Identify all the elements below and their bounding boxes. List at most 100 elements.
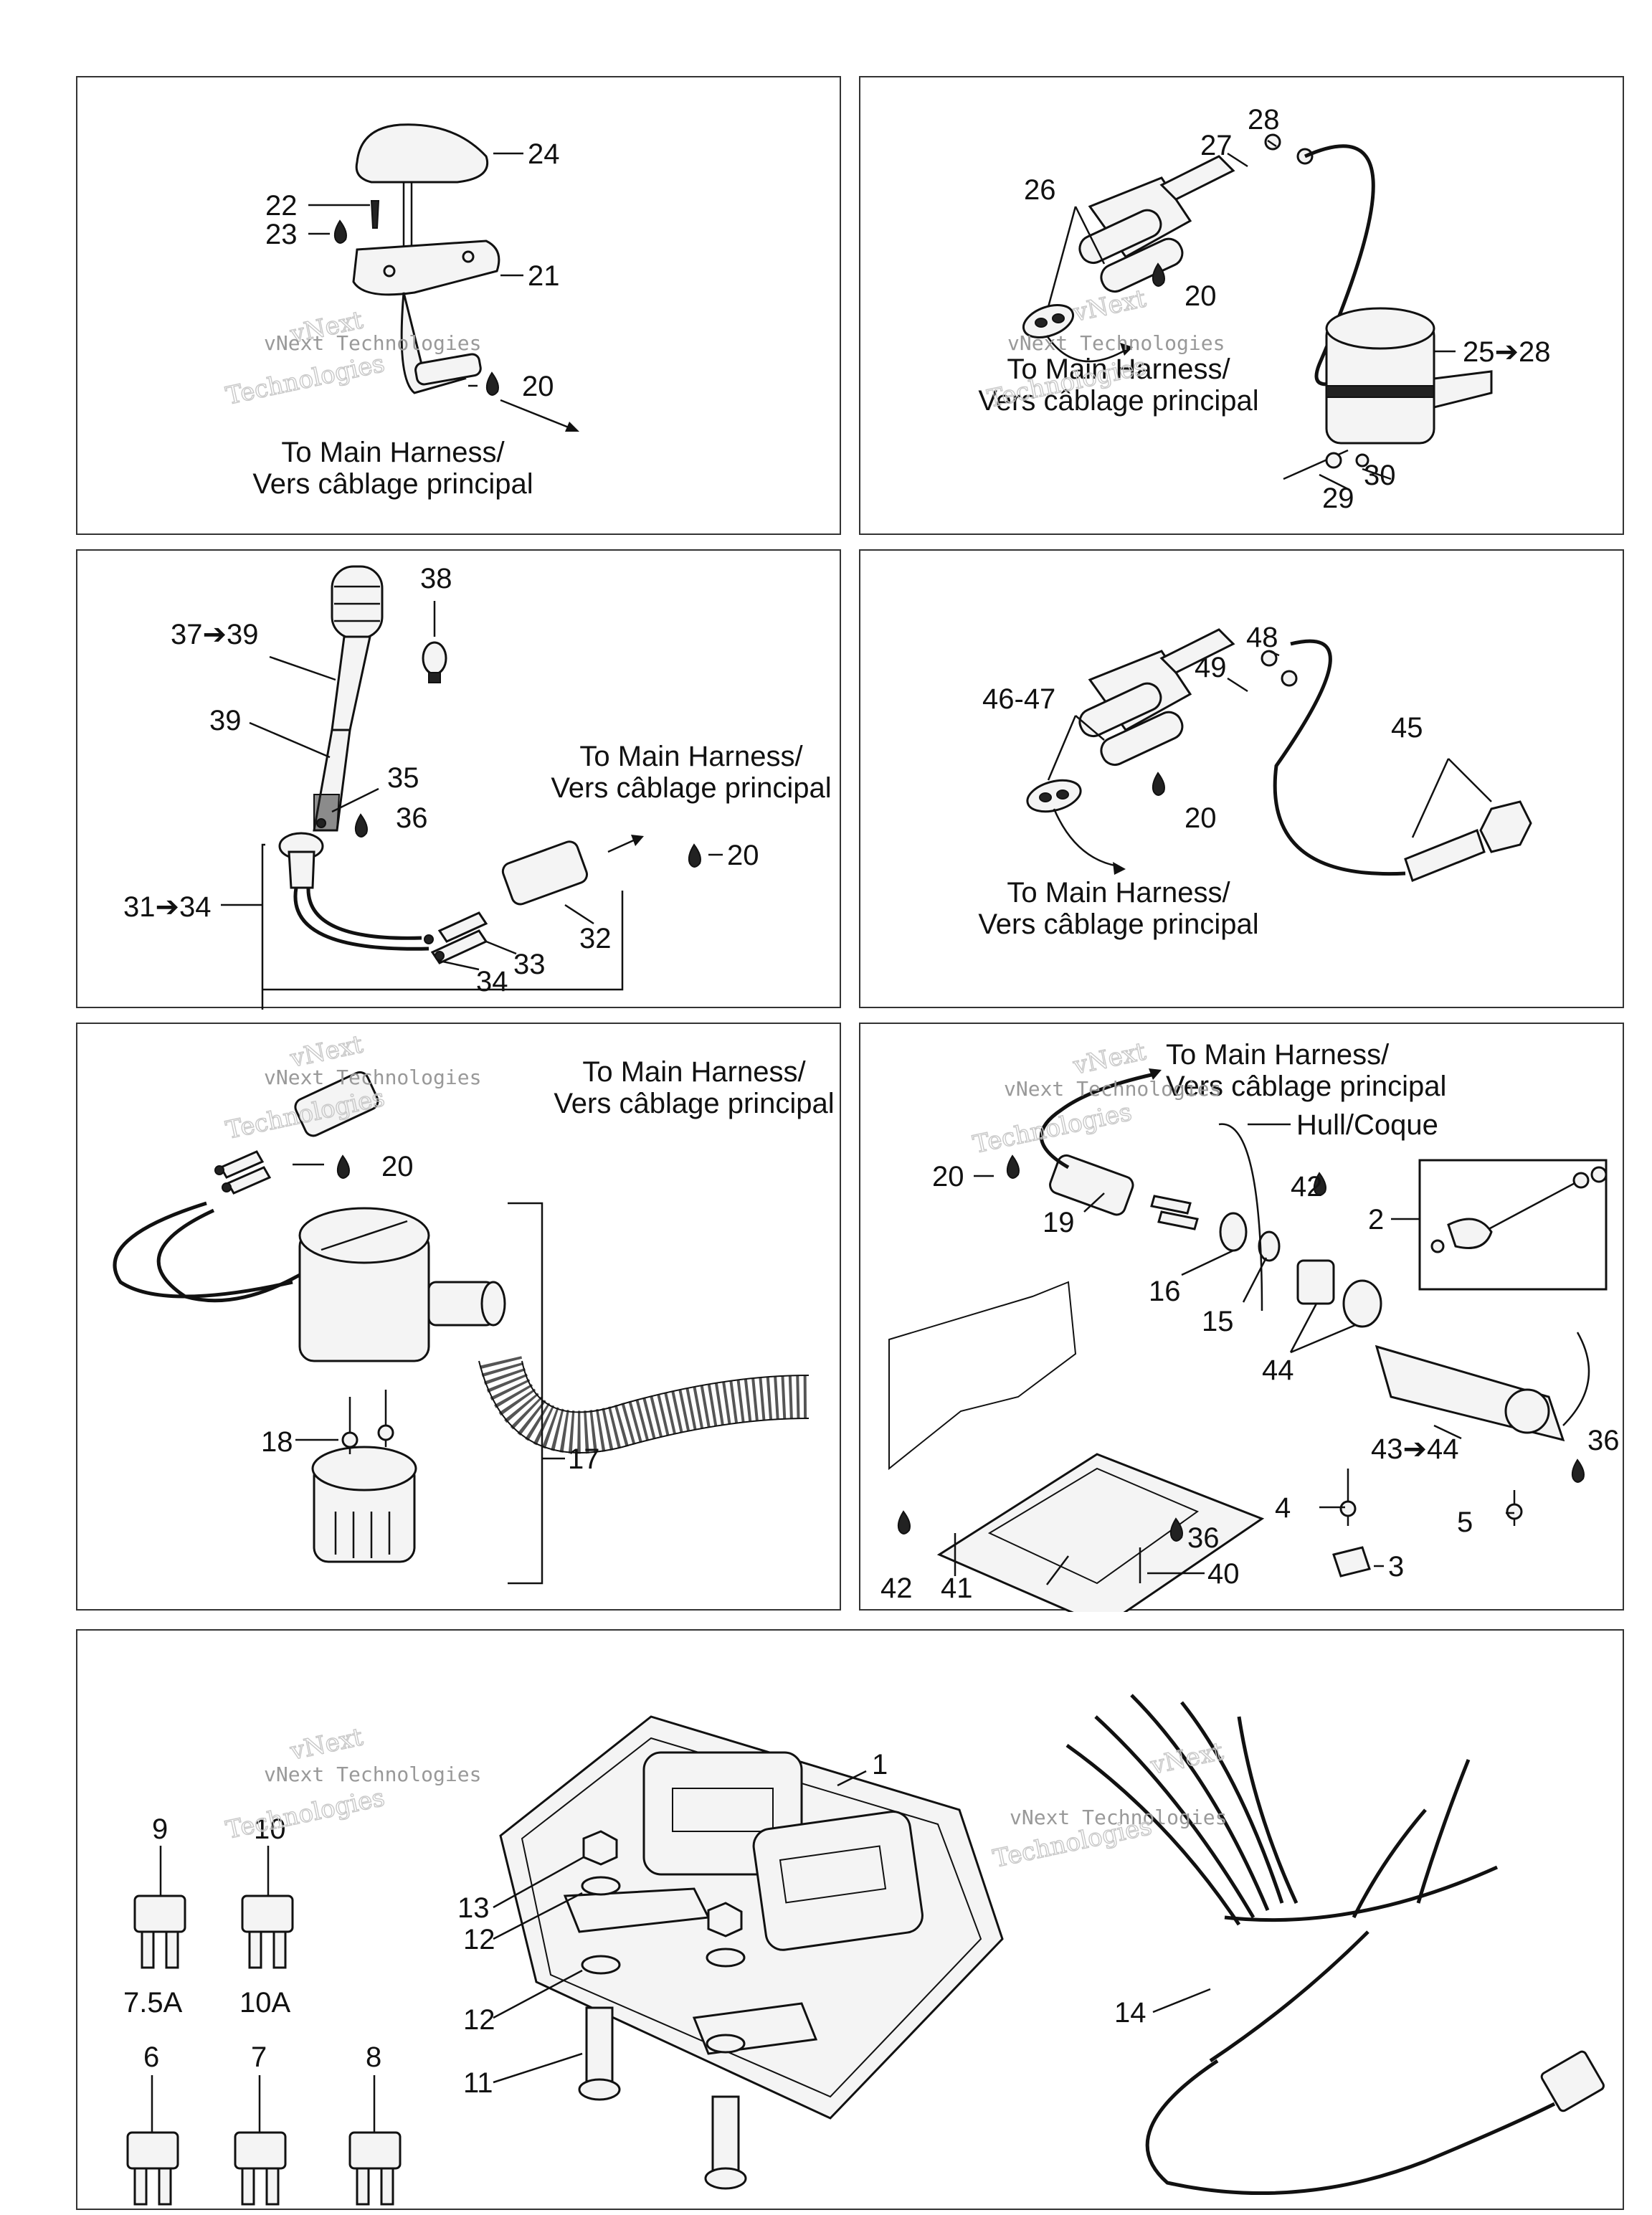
sealant-drop-icon [354,813,368,838]
label-5: 5 [1457,1507,1473,1538]
label-2: 2 [1368,1204,1384,1235]
label-16: 16 [1149,1276,1181,1307]
label-42: 42 [1291,1171,1323,1203]
label-17: 17 [568,1443,600,1475]
hose [479,1355,810,1454]
label-9: 9 [152,1813,168,1845]
watermark: vNext [1071,1037,1149,1081]
harness-connector [1540,2050,1605,2112]
label-20: 20 [932,1161,964,1192]
watermark: vNext [1071,284,1149,328]
arrow-icon [565,422,579,432]
label-15: 15 [1202,1306,1234,1337]
washer [706,2034,746,2054]
label-7: 7 [251,2041,267,2073]
sealant-drop-icon [1313,1172,1326,1196]
label-20: 20 [727,840,759,871]
label-30: 30 [1364,460,1396,491]
mounting-plate [936,1453,1265,1628]
label-41: 41 [941,1573,973,1604]
connector [501,840,589,906]
label-4: 4 [1275,1492,1291,1524]
watermark: Technologies [971,1098,1134,1159]
sealant-drop-icon [333,219,347,244]
label-36: 36 [396,802,428,834]
label-8: 8 [366,2041,381,2073]
label-21: 21 [528,260,560,292]
fuse-icon [348,2131,402,2206]
caption-to-main-harness: To Main Harness/ [582,1056,806,1088]
label-20: 20 [1185,802,1217,834]
hull-grommet [1219,1212,1248,1252]
label-45: 45 [1391,712,1423,744]
screw [370,200,380,229]
label-42-b: 42 [880,1573,913,1604]
watermark: Technologies [224,349,387,411]
washer [1355,453,1369,468]
label-36: 36 [1587,1425,1620,1456]
arrow-icon [631,835,644,846]
bolt [711,2095,740,2177]
sealant-drop-icon [485,371,499,396]
caption-vers-cablage: Vers câblage principal [551,772,831,804]
watermark-text: vNext Technologies [264,1763,481,1786]
connector [1049,1154,1134,1216]
label-44: 44 [1262,1355,1294,1386]
caption-to-main-harness: To Main Harness/ [1007,354,1230,385]
hull-section [888,1281,1077,1471]
label-18: 18 [261,1426,293,1458]
caption-vers-cablage: Vers câblage principal [1166,1071,1446,1102]
arrow-icon [1120,343,1133,356]
caption-hull-coque: Hull/Coque [1296,1109,1438,1141]
panel-speed-sensor: 48 49 46-47 45 20 To Main Harness/ Vers … [859,549,1624,1008]
sealant-drop-icon [897,1510,911,1535]
caption-vers-cablage: Vers câblage principal [978,909,1258,940]
label-28: 28 [1248,104,1280,136]
label-48: 48 [1246,622,1278,653]
sealant-drop-icon [1169,1517,1183,1542]
caption-vers-cablage: Vers câblage principal [554,1088,834,1119]
trim-sensor-diagram: 20 42 19 2 16 15 44 43➔44 36 4 5 3 36 40… [880,1037,1620,1628]
label-26: 26 [1024,174,1056,206]
label-6: 6 [143,2041,159,2073]
clamp [1332,1546,1371,1578]
washer [581,1955,621,1975]
label-43-44: 43➔44 [1371,1433,1459,1465]
sensor-diagram: 28 27 26 20 25➔28 30 29 To Main Harness/… [978,104,1551,514]
label-25-28: 25➔28 [1463,336,1551,368]
label-27: 27 [1200,130,1233,161]
fitting [1296,1259,1335,1305]
speed-sensor-diagram: 48 49 46-47 45 20 To Main Harness/ Vers … [978,622,1532,940]
watermark: vNext [1148,1737,1226,1780]
label-36-b: 36 [1187,1522,1220,1554]
label-10: 10 [254,1813,286,1845]
antenna-dome [355,123,488,184]
seal [1026,779,1082,813]
panel-sensor: 28 27 26 20 25➔28 30 29 To Main Harness/… [859,76,1624,535]
label-31-34: 31➔34 [123,891,212,923]
bulb-icon [422,641,447,675]
fuse-icon [133,1894,186,1969]
pole [331,635,371,731]
sensor-wire [1304,144,1375,386]
label-24: 24 [528,138,560,170]
o-ring [1258,1230,1281,1262]
label-3: 3 [1388,1551,1404,1583]
label-34: 34 [476,966,508,997]
nut [582,1830,618,1866]
label-46-47: 46-47 [982,683,1055,715]
connector [294,1071,379,1137]
fuse-icon [241,1894,294,1969]
sealant-drop-icon [1152,262,1165,287]
fuse-box-diagram: 1 9 10 13 12 12 11 14 6 7 8 7.5A 10A vNe… [123,1694,1605,2206]
panel-trim-sensor: 20 42 19 2 16 15 44 43➔44 36 4 5 3 36 40… [859,1023,1624,1628]
panel-fuse-box: 1 9 10 13 12 12 11 14 6 7 8 7.5A 10A vNe… [76,1629,1624,2210]
washer [581,1876,621,1896]
watermark: Technologies [224,1783,387,1845]
caption-to-main-harness: To Main Harness/ [1166,1039,1390,1071]
watermark-text: vNext Technologies [264,331,481,355]
label-12-b: 12 [463,2004,495,2036]
antenna-base [352,239,500,296]
detail-box [1418,1159,1608,1291]
nut [707,1902,743,1937]
